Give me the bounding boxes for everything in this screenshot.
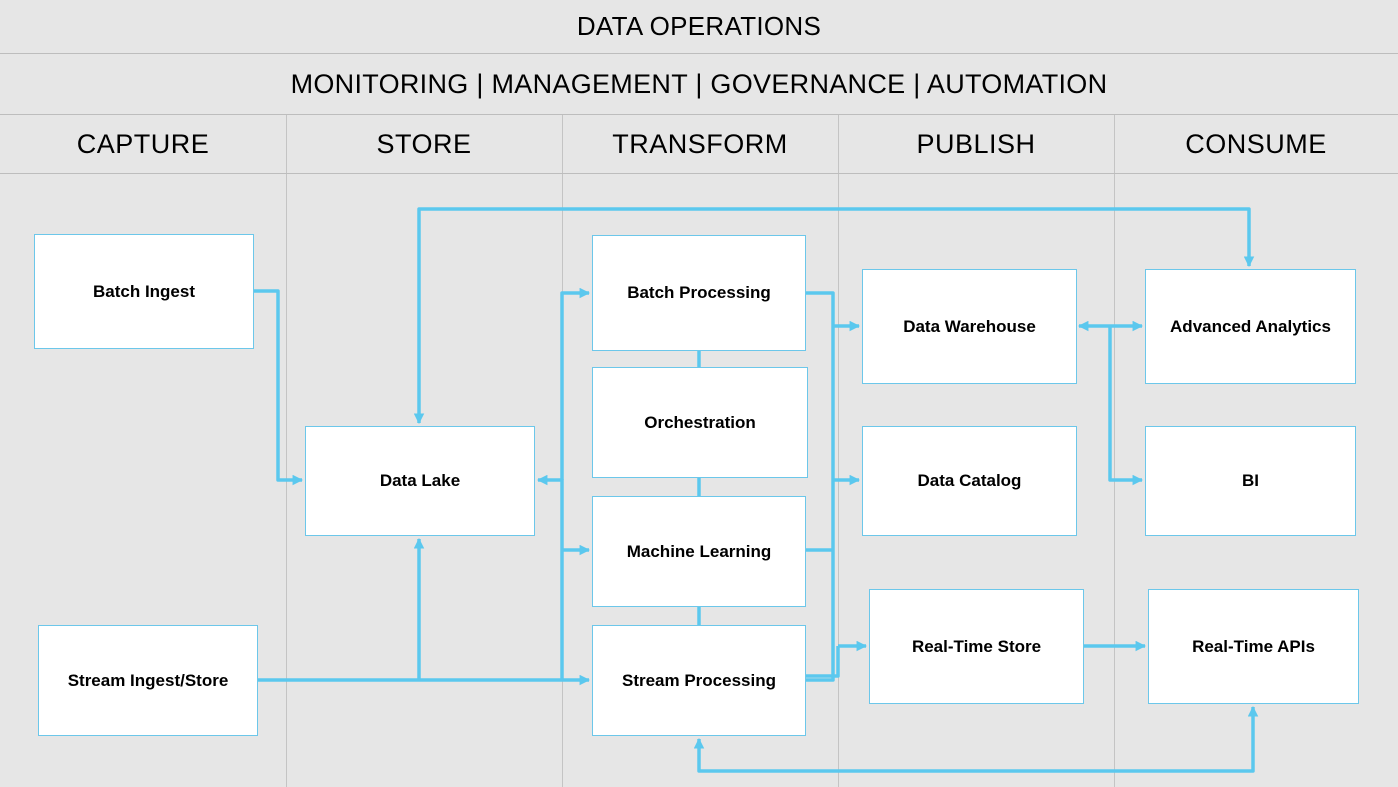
stage-store: STORE — [376, 128, 472, 159]
connector-stream-processing-to-real-time-apis — [693, 705, 1259, 773]
column-divider — [1114, 115, 1115, 787]
stage-consume: CONSUME — [1185, 128, 1327, 159]
node-stream-processing[interactable]: Stream Processing — [592, 625, 806, 736]
connector-transform-to-data-lake — [536, 474, 564, 680]
node-batch-ingest[interactable]: Batch Ingest — [34, 234, 254, 349]
column-divider — [838, 115, 839, 787]
node-bi[interactable]: BI — [1145, 426, 1356, 536]
page-title: DATA OPERATIONS — [0, 0, 1398, 54]
connector-data-lake-to-advanced-analytics — [413, 207, 1255, 425]
connector-data-warehouse-to-bi — [1108, 326, 1144, 486]
node-data-lake[interactable]: Data Lake — [305, 426, 535, 536]
node-stream-ingest-store[interactable]: Stream Ingest/Store — [38, 625, 258, 736]
column-divider — [286, 115, 287, 787]
stage-transform: TRANSFORM — [612, 128, 788, 159]
connector-data-lake-to-batch-processing — [560, 287, 591, 480]
node-orchestration[interactable]: Orchestration — [592, 367, 808, 478]
stage-header-row: CAPTURE STORE TRANSFORM PUBLISH CONSUME — [0, 115, 1398, 174]
page-subtitle: MONITORING | MANAGEMENT | GOVERNANCE | A… — [0, 54, 1398, 115]
stage-capture: CAPTURE — [76, 128, 210, 159]
node-real-time-apis[interactable]: Real-Time APIs — [1148, 589, 1359, 704]
connector-transform-output-bus — [805, 291, 840, 682]
node-machine-learning[interactable]: Machine Learning — [592, 496, 806, 607]
node-data-catalog[interactable]: Data Catalog — [862, 426, 1077, 536]
node-batch-processing[interactable]: Batch Processing — [592, 235, 806, 351]
node-data-warehouse[interactable]: Data Warehouse — [862, 269, 1077, 384]
node-real-time-store[interactable]: Real-Time Store — [869, 589, 1084, 704]
stage-publish: PUBLISH — [916, 128, 1036, 159]
connector-batch-ingest-to-data-lake — [253, 289, 304, 486]
node-advanced-analytics[interactable]: Advanced Analytics — [1145, 269, 1356, 384]
